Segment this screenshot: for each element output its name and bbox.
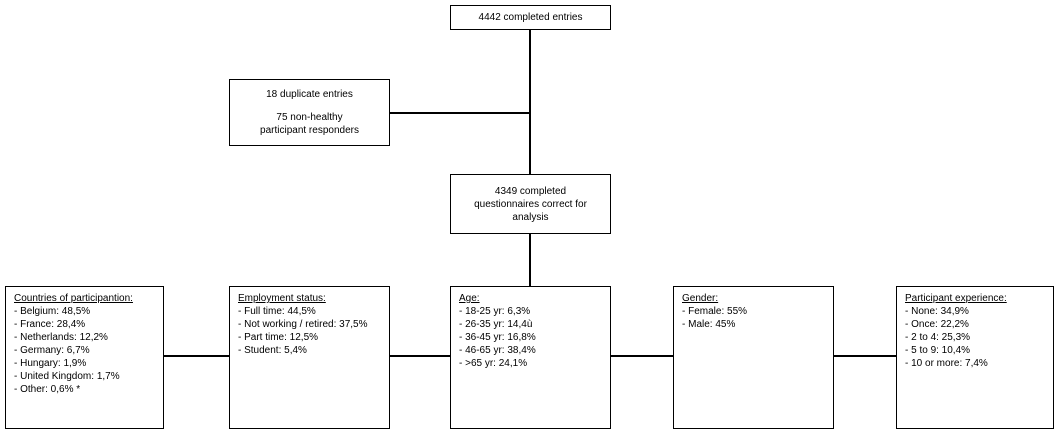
employment-list: - Full time: 44,5% - Not working / retir… [238,305,389,357]
countries-heading: Countries of participantion: [14,293,133,304]
employment-box: Employment status: - Full time: 44,5% - … [229,286,390,429]
age-list: - 18-25 yr: 6,3% - 26-35 yr: 14,4ù - 36-… [459,305,610,370]
gender-list: - Female: 55% - Male: 45% [682,305,833,331]
list-item: - None: 34,9% [905,306,969,317]
list-item: - Germany: 6,7% [14,345,90,356]
age-box: Age: - 18-25 yr: 6,3% - 26-35 yr: 14,4ù … [450,286,611,429]
analysis-text-1: 4349 completed [494,185,567,197]
experience-box: Participant experience: - None: 34,9% - … [896,286,1054,429]
analysis-text-2: questionnaires correct for [474,198,587,210]
list-item: - Female: 55% [682,306,748,317]
excluded-entries-box: 18 duplicate entries 75 non-healthy part… [229,79,390,146]
list-item: - Male: 45% [682,319,736,330]
list-item: - Not working / retired: 37,5% [238,319,368,330]
list-item: - Other: 0,6% * [14,384,81,395]
non-healthy-text-2: participant responders [260,125,359,136]
gender-heading: Gender: [682,293,719,304]
experience-list: - None: 34,9% - Once: 22,2% - 2 to 4: 25… [905,305,1053,370]
list-item: - 26-35 yr: 14,4ù [459,319,533,330]
completed-entries-text: 4442 completed entries [478,12,583,23]
list-item: - 5 to 9: 10,4% [905,345,971,356]
list-item: - >65 yr: 24,1% [459,358,528,369]
list-item: - France: 28,4% [14,319,86,330]
list-item: - Hungary: 1,9% [14,358,87,369]
list-item: - 2 to 4: 25,3% [905,332,971,343]
connector-excluded [389,112,530,114]
analysis-box: 4349 completed questionnaires correct fo… [450,174,611,234]
connector-top-to-analysis [529,29,531,175]
list-item: - Full time: 44,5% [238,306,316,317]
list-item: - 36-45 yr: 16,8% [459,332,536,343]
list-item: - Student: 5,4% [238,345,307,356]
list-item: - Netherlands: 12,2% [14,332,108,343]
connector-analysis-to-age [529,233,531,286]
list-item: - 46-65 yr: 38,4% [459,345,536,356]
list-item: - Belgium: 48,5% [14,306,91,317]
list-item: - Once: 22,2% [905,319,969,330]
countries-box: Countries of participantion: - Belgium: … [5,286,164,429]
duplicate-entries-text: 18 duplicate entries [266,89,353,100]
list-item: - Part time: 12,5% [238,332,319,343]
non-healthy-text-1: 75 non-healthy [276,112,343,123]
experience-heading: Participant experience: [905,293,1007,304]
list-item: - United Kingdom: 1,7% [14,371,120,382]
completed-entries-box: 4442 completed entries [450,5,611,30]
analysis-text-3: analysis [512,211,549,223]
countries-list: - Belgium: 48,5% - France: 28,4% - Nethe… [14,305,163,396]
age-heading: Age: [459,293,480,304]
gender-box: Gender: - Female: 55% - Male: 45% [673,286,834,429]
list-item: - 18-25 yr: 6,3% [459,306,531,317]
employment-heading: Employment status: [238,293,326,304]
list-item: - 10 or more: 7,4% [905,358,988,369]
